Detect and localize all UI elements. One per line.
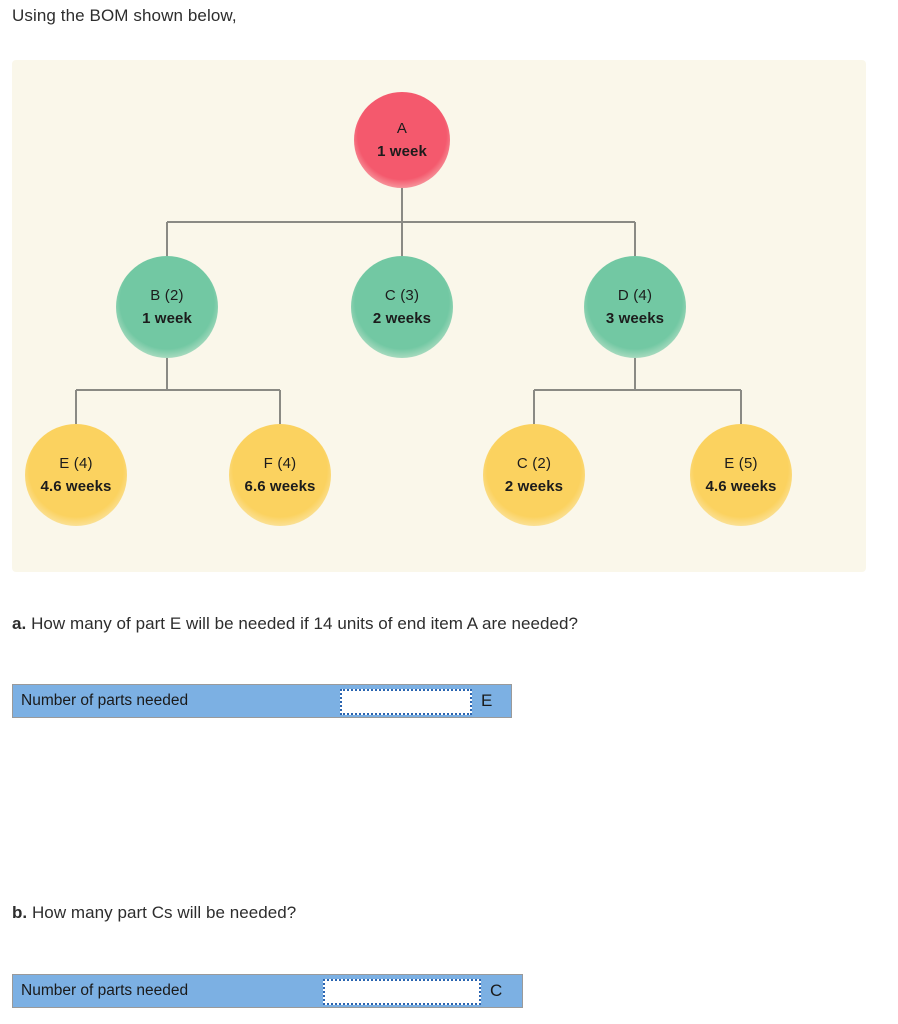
bom-node-c2[interactable]: C (2) 2 weeks xyxy=(483,424,585,526)
bom-node-e5[interactable]: E (5) 4.6 weeks xyxy=(690,424,792,526)
answer-b-unit: C xyxy=(490,981,503,1000)
question-a-text: How many of part E will be needed if 14 … xyxy=(31,614,579,633)
question-a: a. How many of part E will be needed if … xyxy=(12,614,578,634)
bom-node-d-label: D (4) xyxy=(617,286,653,304)
bom-node-d-lead-time: 3 weeks xyxy=(605,309,665,327)
bom-node-b-label: B (2) xyxy=(150,286,184,304)
intro-text: Using the BOM shown below, xyxy=(12,6,237,25)
bom-node-c3-lead-time: 2 weeks xyxy=(372,309,432,327)
bom-node-f4-lead-time: 6.6 weeks xyxy=(244,477,316,495)
bom-node-d[interactable]: D (4) 3 weeks xyxy=(584,256,686,358)
bom-diagram-stage: A 1 week B (2) 1 week C (3) 2 weeks D (4… xyxy=(12,60,866,572)
bom-node-e5-label: E (5) xyxy=(724,454,758,472)
answer-b-input[interactable] xyxy=(323,979,481,1005)
bom-node-c2-lead-time: 2 weeks xyxy=(504,477,564,495)
answer-row-a: Number of parts needed E xyxy=(12,684,512,718)
question-b-text: How many part Cs will be needed? xyxy=(31,903,297,922)
answer-a-input[interactable] xyxy=(340,689,472,715)
answer-row-b: Number of parts needed C xyxy=(12,974,523,1008)
bom-node-f4-label: F (4) xyxy=(263,454,297,472)
answer-a-label: Number of parts needed xyxy=(21,692,189,709)
bom-node-e4-lead-time: 4.6 weeks xyxy=(40,477,112,495)
question-a-letter: a. xyxy=(12,614,32,633)
bom-node-a-lead-time: 1 week xyxy=(377,142,427,160)
bom-node-e4[interactable]: E (4) 4.6 weeks xyxy=(25,424,127,526)
bom-node-b-lead-time: 1 week xyxy=(142,309,192,327)
bom-connector-lines xyxy=(74,188,743,424)
bom-node-e4-label: E (4) xyxy=(59,454,93,472)
bom-node-a[interactable]: A 1 week xyxy=(354,92,450,188)
bom-node-c2-label: C (2) xyxy=(516,454,552,472)
question-b-letter: b. xyxy=(12,903,32,922)
bom-diagram-panel: A 1 week B (2) 1 week C (3) 2 weeks D (4… xyxy=(12,60,866,572)
bom-node-c3-label: C (3) xyxy=(384,286,420,304)
question-b: b. How many part Cs will be needed? xyxy=(12,903,296,923)
bom-node-c3[interactable]: C (3) 2 weeks xyxy=(351,256,453,358)
bom-node-f4[interactable]: F (4) 6.6 weeks xyxy=(229,424,331,526)
answer-a-unit: E xyxy=(481,691,493,710)
bom-node-b[interactable]: B (2) 1 week xyxy=(116,256,218,358)
answer-b-label: Number of parts needed xyxy=(21,982,189,999)
bom-node-a-label: A xyxy=(396,119,408,137)
bom-node-e5-lead-time: 4.6 weeks xyxy=(705,477,777,495)
